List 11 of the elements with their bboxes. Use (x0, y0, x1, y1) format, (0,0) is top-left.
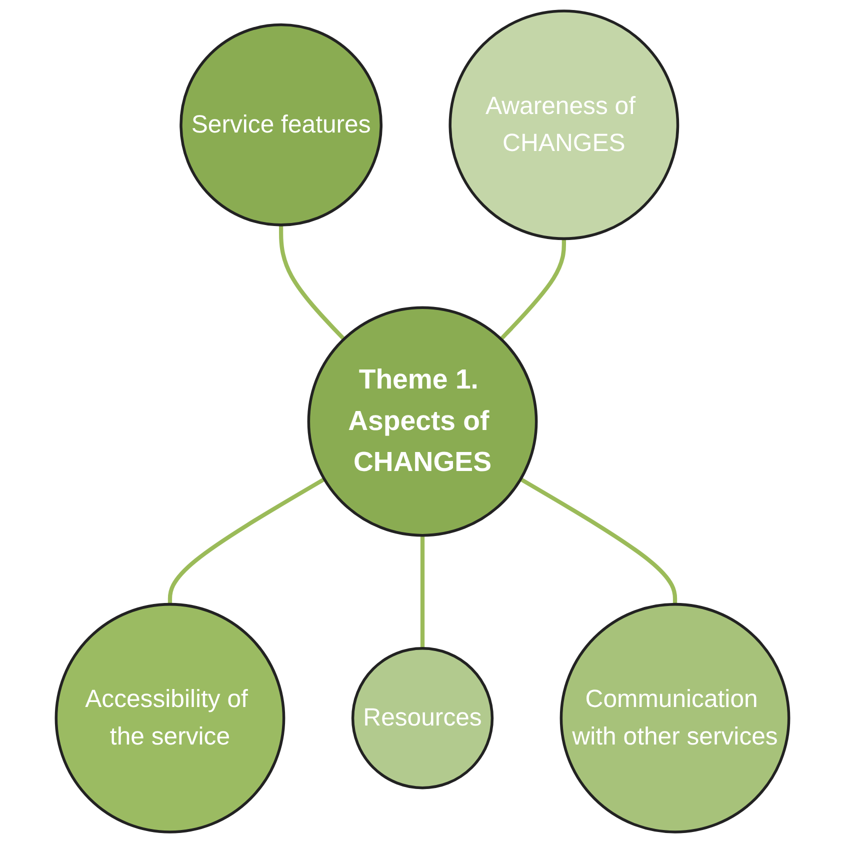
connector (520, 477, 678, 604)
connector (168, 477, 326, 604)
node-circle: Resources (351, 647, 494, 790)
node-circle: Theme 1. Aspects of CHANGES (307, 306, 538, 537)
node-circle: Communication with other services (560, 602, 790, 834)
node-circle: Service features (180, 23, 382, 226)
node-circle: Awareness of CHANGES (448, 10, 680, 240)
connector (500, 238, 566, 341)
connector (420, 535, 425, 648)
node-circle: Accessibility of the service (54, 602, 286, 834)
connector (279, 224, 346, 341)
